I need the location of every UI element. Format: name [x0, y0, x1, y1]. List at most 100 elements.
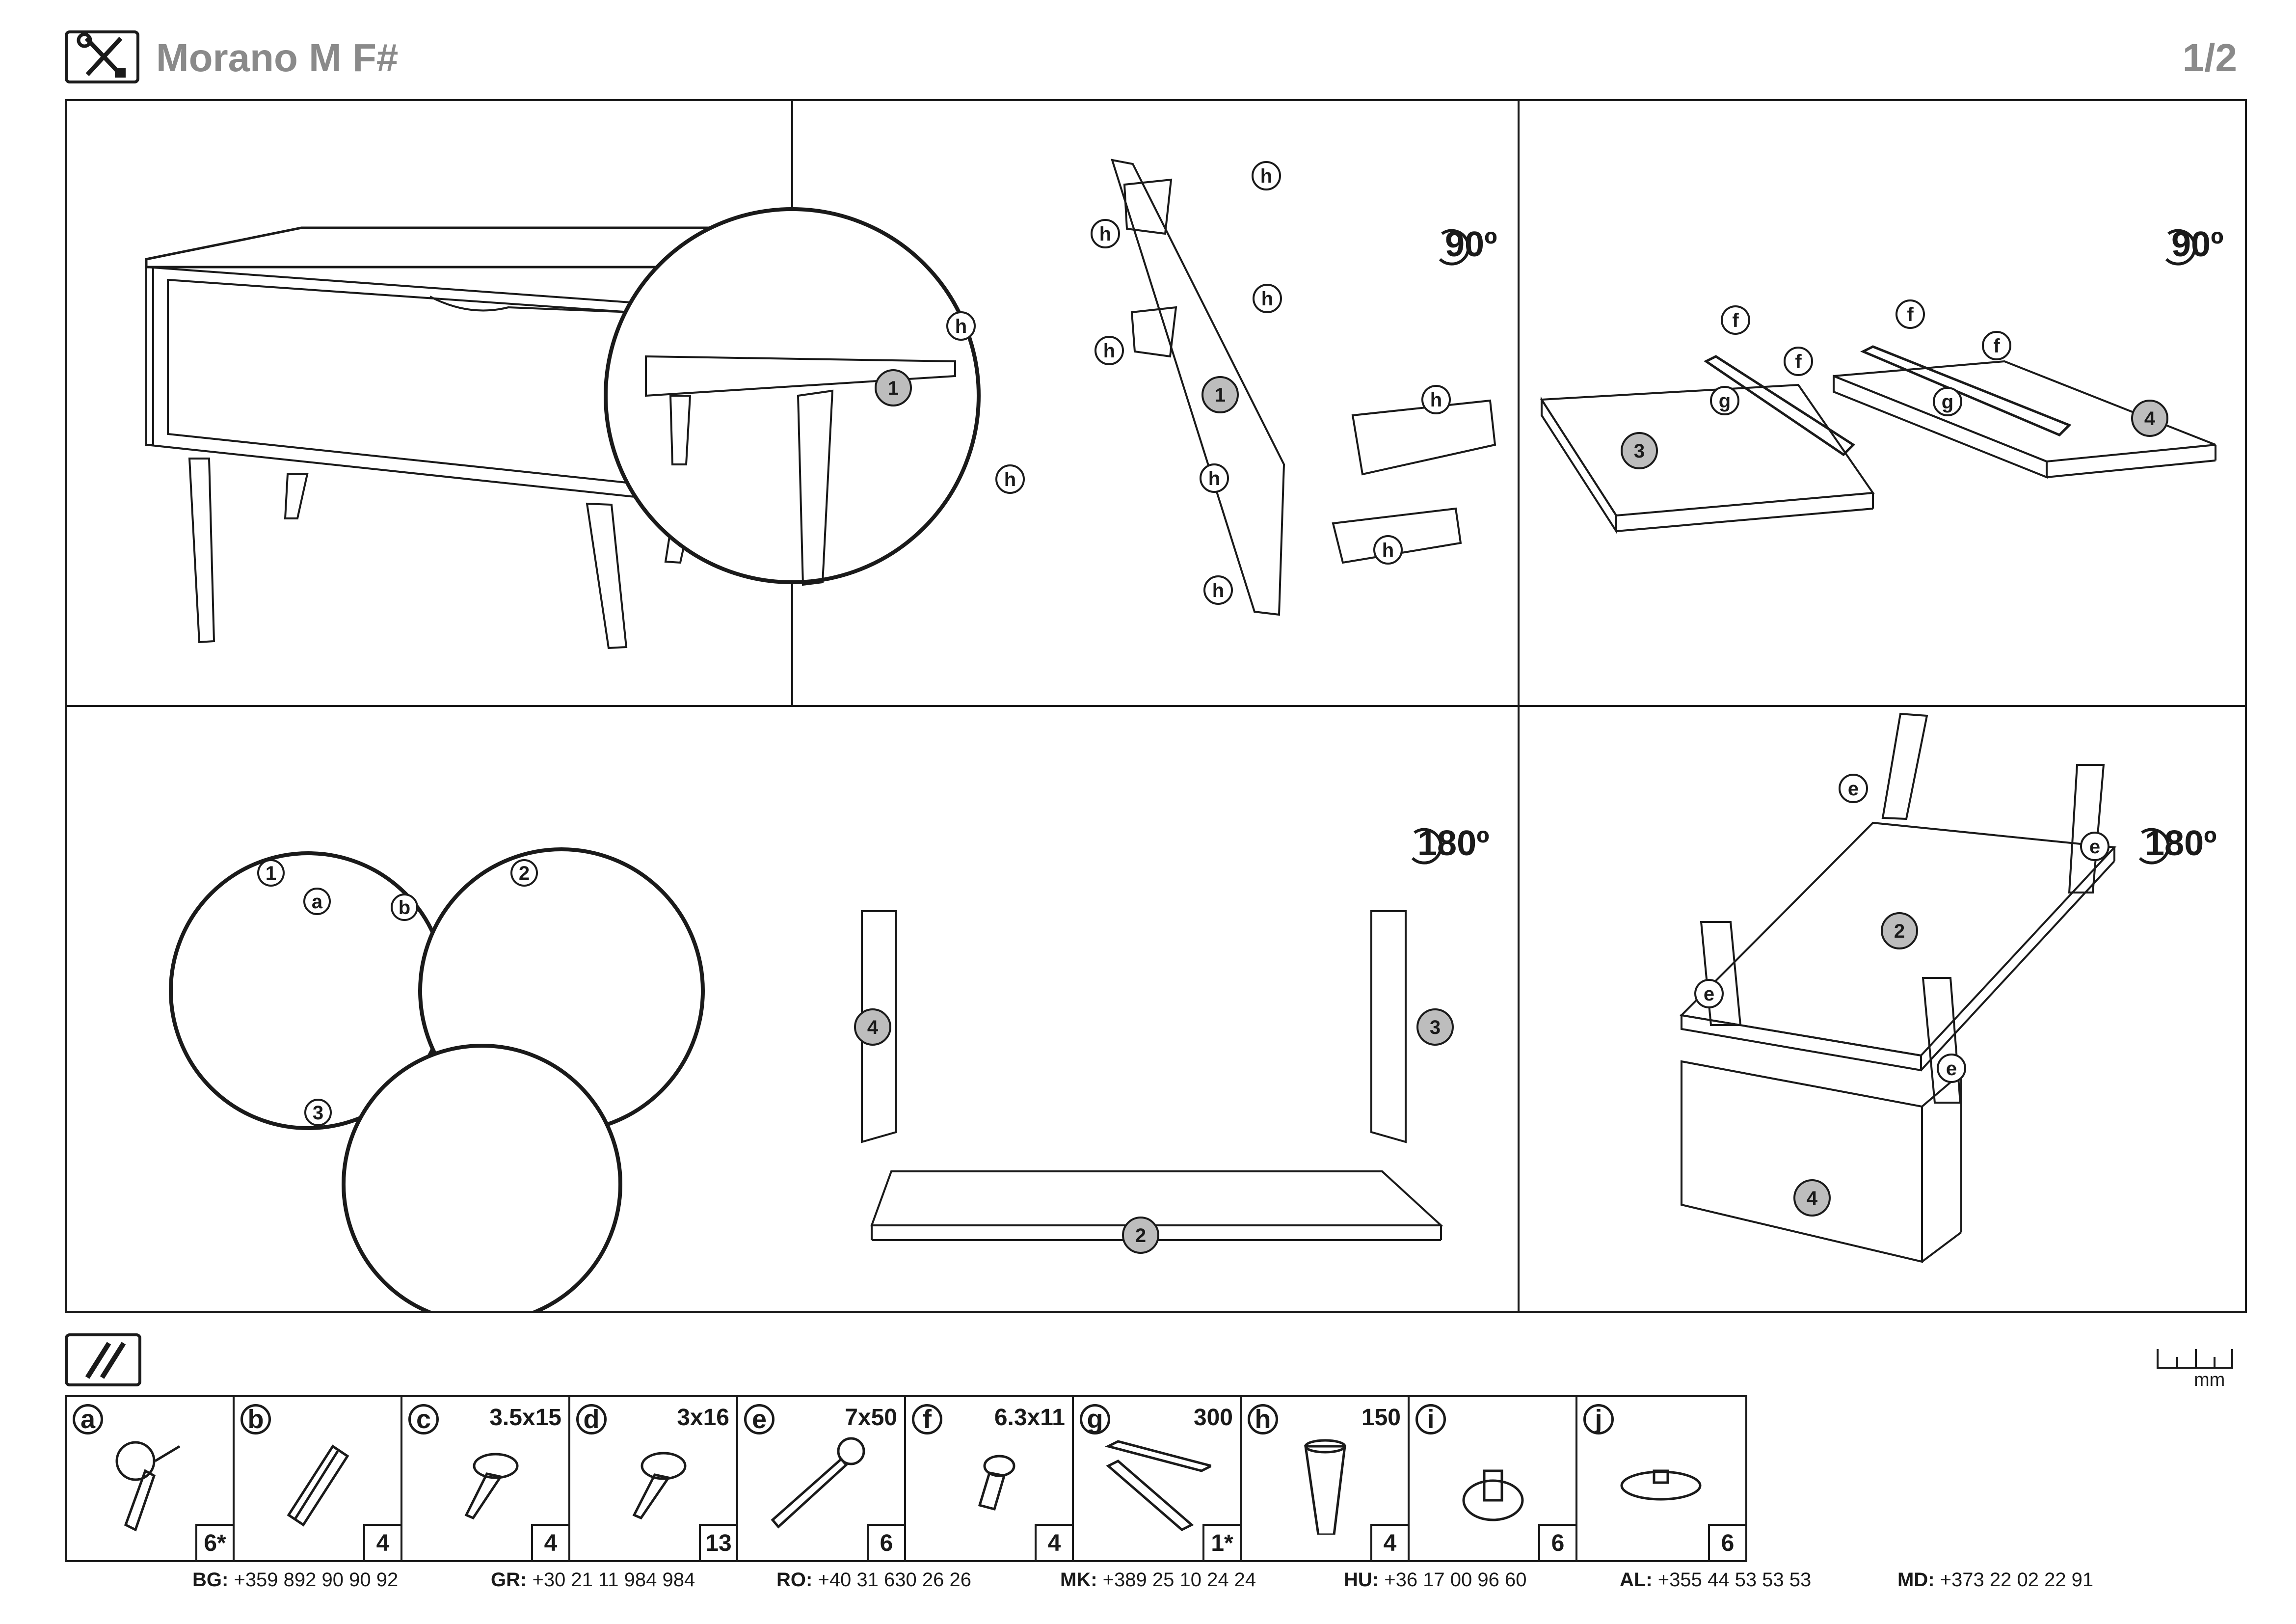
part-b: b 4	[235, 1397, 402, 1560]
ruler-icon	[2157, 1349, 2233, 1369]
contact-country: RO:	[776, 1569, 813, 1591]
drawer-slide-icon	[1104, 1440, 1211, 1531]
hardware-callout: e	[2089, 836, 2100, 858]
part-letter: g	[1080, 1404, 1110, 1435]
contact-list: BG: +359 892 90 90 92 GR: +30 21 11 984 …	[65, 1569, 2247, 1608]
rotation-label: 180º	[1417, 824, 1489, 863]
part-size: 3x16	[677, 1405, 729, 1431]
contact-country: MD:	[1897, 1569, 1935, 1591]
panel-label: 1	[888, 378, 899, 399]
part-g: g 300 1*	[1074, 1397, 1242, 1560]
contact-item: MK: +389 25 10 24 24	[1060, 1569, 1256, 1591]
hardware-callout: a	[312, 891, 323, 913]
euro-screw-icon	[978, 1455, 1015, 1511]
panel-label: 2	[1135, 1225, 1146, 1246]
hardware-callout: f	[1993, 335, 2000, 357]
hardware-callout: h	[1260, 165, 1272, 187]
contact-country: AL:	[1620, 1569, 1653, 1591]
part-quantity: 4	[1035, 1524, 1072, 1560]
contact-item: HU: +36 17 00 96 60	[1344, 1569, 1527, 1591]
furniture-leg-icon	[1304, 1439, 1346, 1535]
final-assembly-drawing	[1679, 712, 2117, 1263]
contact-phone: +30 21 11 984 984	[532, 1569, 695, 1591]
scale-ruler: mm	[2155, 1346, 2238, 1390]
part-f: f 6.3x11 4	[906, 1397, 1074, 1560]
contact-item: MD: +373 22 02 22 91	[1897, 1569, 2093, 1591]
contact-phone: +40 31 630 26 26	[818, 1569, 971, 1591]
part-quantity: 6	[867, 1524, 904, 1560]
screw-icon	[464, 1453, 519, 1520]
part-size: 6.3x11	[994, 1405, 1065, 1431]
panel-label: 2	[1894, 920, 1905, 942]
cam-dowel-drawing	[169, 847, 1444, 1311]
document-title: Morano M F#	[156, 36, 399, 80]
part-quantity: 6*	[195, 1524, 233, 1560]
substep-number: 3	[313, 1102, 323, 1124]
panel-label: 4	[867, 1017, 879, 1038]
hardware-callout: h	[955, 316, 967, 337]
part-a: a 6*	[67, 1397, 235, 1560]
hardware-callout: h	[1103, 340, 1115, 362]
part-quantity: 13	[699, 1524, 736, 1560]
part-letter: e	[744, 1404, 774, 1435]
part-e: e 7x50 6	[738, 1397, 906, 1560]
panel-label: 3	[1634, 440, 1645, 462]
part-letter: f	[912, 1404, 942, 1435]
cam-lock-icon	[115, 1441, 181, 1532]
part-quantity: 4	[363, 1524, 400, 1560]
rotation-label: 180º	[2145, 824, 2216, 863]
panel-label: 4	[2144, 408, 2156, 430]
leg-plate-icon	[1620, 1469, 1702, 1501]
hardware-callout: h	[1212, 580, 1224, 601]
hardware-callout: h	[1004, 469, 1016, 490]
part-letter: a	[73, 1404, 103, 1435]
part-letter: j	[1583, 1404, 1614, 1435]
part-quantity: 6	[1538, 1524, 1575, 1560]
part-letter: b	[240, 1404, 271, 1435]
contact-phone: +359 892 90 90 92	[234, 1569, 399, 1591]
part-quantity: 4	[1370, 1524, 1408, 1560]
contact-country: GR:	[491, 1569, 527, 1591]
part-h: h 150 4	[1242, 1397, 1410, 1560]
contact-item: AL: +355 44 53 53 53	[1620, 1569, 1811, 1591]
assembly-illustrations: 1 1 3 4 4 3 2 2 4 h h h h h h h h h h f …	[67, 101, 2245, 1311]
tools-icon	[65, 30, 139, 83]
hardware-callout: h	[1261, 288, 1273, 310]
part-letter: c	[408, 1404, 439, 1435]
hardware-callout: g	[1719, 390, 1731, 412]
rotation-label: 90º	[2171, 225, 2223, 264]
hardware-callout: h	[1430, 389, 1442, 411]
contact-country: MK:	[1060, 1569, 1097, 1591]
part-letter: i	[1415, 1404, 1446, 1435]
panel-label: 4	[1807, 1188, 1818, 1209]
part-quantity: 1*	[1202, 1524, 1240, 1560]
wooden-dowel-icon	[287, 1444, 349, 1527]
scale-unit: mm	[2194, 1370, 2225, 1390]
part-quantity: 4	[531, 1524, 568, 1560]
hardware-callout: e	[1946, 1058, 1957, 1080]
part-size: 3.5x15	[489, 1405, 561, 1431]
contact-item: BG: +359 892 90 90 92	[192, 1569, 398, 1591]
hardware-callout: b	[399, 897, 410, 919]
part-c: c 3.5x15 4	[402, 1397, 570, 1560]
hardware-callout: f	[1907, 304, 1914, 325]
part-letter: h	[1248, 1404, 1278, 1435]
part-quantity: 6	[1708, 1524, 1745, 1560]
part-size: 7x50	[845, 1405, 897, 1431]
instruction-grid: 1 1 3 4 4 3 2 2 4 h h h h h h h h h h f …	[65, 99, 2247, 1313]
hardware-callout: h	[1099, 223, 1111, 245]
hardware-callout: e	[1848, 778, 1859, 800]
glide-foot-icon	[1462, 1469, 1524, 1521]
contact-phone: +36 17 00 96 60	[1384, 1569, 1527, 1591]
hardware-list: a 6* b 4 c 3.5x15 4 d 3x16 13 e 7x50 6 f…	[65, 1395, 1747, 1562]
contact-phone: +389 25 10 24 24	[1102, 1569, 1256, 1591]
part-d: d 3x16 13	[570, 1397, 738, 1560]
contact-item: GR: +30 21 11 984 984	[491, 1569, 695, 1591]
hardware-callout: f	[1795, 351, 1802, 373]
hardware-callout: h	[1382, 540, 1394, 561]
hardware-callout: f	[1732, 310, 1739, 331]
panel-label: 1	[1215, 384, 1226, 406]
hardware-callout: h	[1208, 468, 1220, 489]
page-number: 1/2	[2182, 36, 2237, 80]
confirmat-screw-icon	[771, 1437, 865, 1529]
